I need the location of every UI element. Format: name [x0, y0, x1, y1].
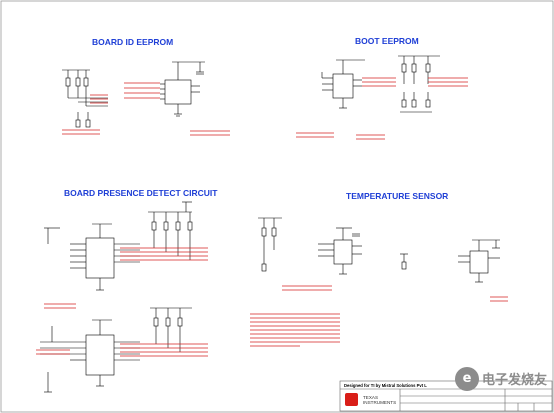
ti-logo-text: TEXAS INSTRUMENTS [363, 395, 396, 405]
boot-eeprom-pullups [398, 55, 440, 113]
ti-logo-line1: TEXAS [363, 395, 379, 400]
temp-sensor-ic-2 [400, 239, 500, 283]
watermark-text: 电子发烧友 [482, 373, 548, 388]
presence-detect-nets-1 [44, 247, 208, 309]
watermark-circle-icon: e [455, 367, 479, 391]
boot-eeprom-nets [296, 77, 468, 140]
board-id-eeprom-title: BOARD ID EEPROM [92, 37, 174, 47]
presence-detect-ic-1 [44, 223, 140, 291]
board-id-eeprom-circuit [62, 61, 230, 136]
temp-sensor-nets [250, 285, 508, 347]
presence-detect-nets-2 [36, 343, 208, 357]
title-block-frame [339, 380, 553, 412]
presence-detect-ic-2 [40, 319, 140, 393]
boot-eeprom-ic [321, 59, 365, 109]
boot-eeprom-title: BOOT EEPROM [355, 36, 419, 46]
presence-detect-title: BOARD PRESENCE DETECT CIRCUIT [64, 188, 218, 198]
board-id-nets [62, 82, 230, 136]
designed-by-label: Designed for TI by Mistral Solutions Pvt… [344, 383, 427, 388]
watermark: e 电子发烧友 [455, 367, 553, 395]
presence-detect-circuit [36, 201, 208, 393]
temperature-sensor-title: TEMPERATURE SENSOR [346, 191, 449, 201]
temp-sensor-ic-1 [318, 227, 362, 275]
board-id-pullup-resistors [62, 69, 108, 128]
temperature-sensor-circuit [250, 217, 508, 347]
temp-sensor-pullups [258, 217, 282, 272]
ti-logo-icon [345, 393, 358, 406]
board-id-eeprom-ic [160, 61, 205, 117]
boot-eeprom-circuit [296, 55, 468, 140]
presence-detect-resistor-bank [148, 201, 193, 260]
presence-detect-resistor-bank-2 [150, 307, 192, 352]
ti-logo-line2: INSTRUMENTS [363, 400, 397, 405]
